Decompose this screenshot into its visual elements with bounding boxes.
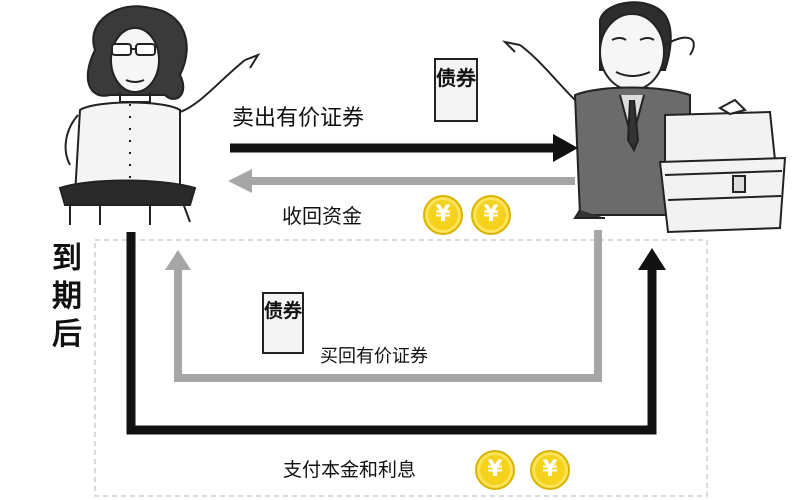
sell-arrow	[230, 134, 578, 162]
man-illustration	[501, 1, 695, 219]
yuan-coin-icon: ¥	[530, 450, 570, 490]
treasure-chest-illustration	[658, 98, 787, 234]
pay-principal-interest-label: 支付本金和利息	[283, 459, 417, 481]
bond-tag-bottom: 债券	[262, 292, 304, 354]
yuan-coin-icon: ¥	[475, 450, 515, 490]
sell-securities-label: 卖出有价证券	[232, 106, 365, 131]
maturity-frame	[94, 239, 708, 497]
bond-tag-top: 债券	[434, 58, 478, 122]
buy-back-arrow	[165, 230, 602, 382]
yuan-coin-icon: ¥	[423, 195, 463, 235]
recover-funds-label: 收回资金	[282, 204, 362, 228]
yuan-coin-icon: ¥	[471, 195, 511, 235]
maturity-label: 到期后	[52, 241, 82, 352]
buy-back-securities-label: 买回有价证券	[320, 346, 428, 367]
pay-principal-arrow	[126, 232, 666, 435]
woman-illustration	[58, 5, 261, 225]
recover-funds-arrow	[228, 169, 575, 193]
